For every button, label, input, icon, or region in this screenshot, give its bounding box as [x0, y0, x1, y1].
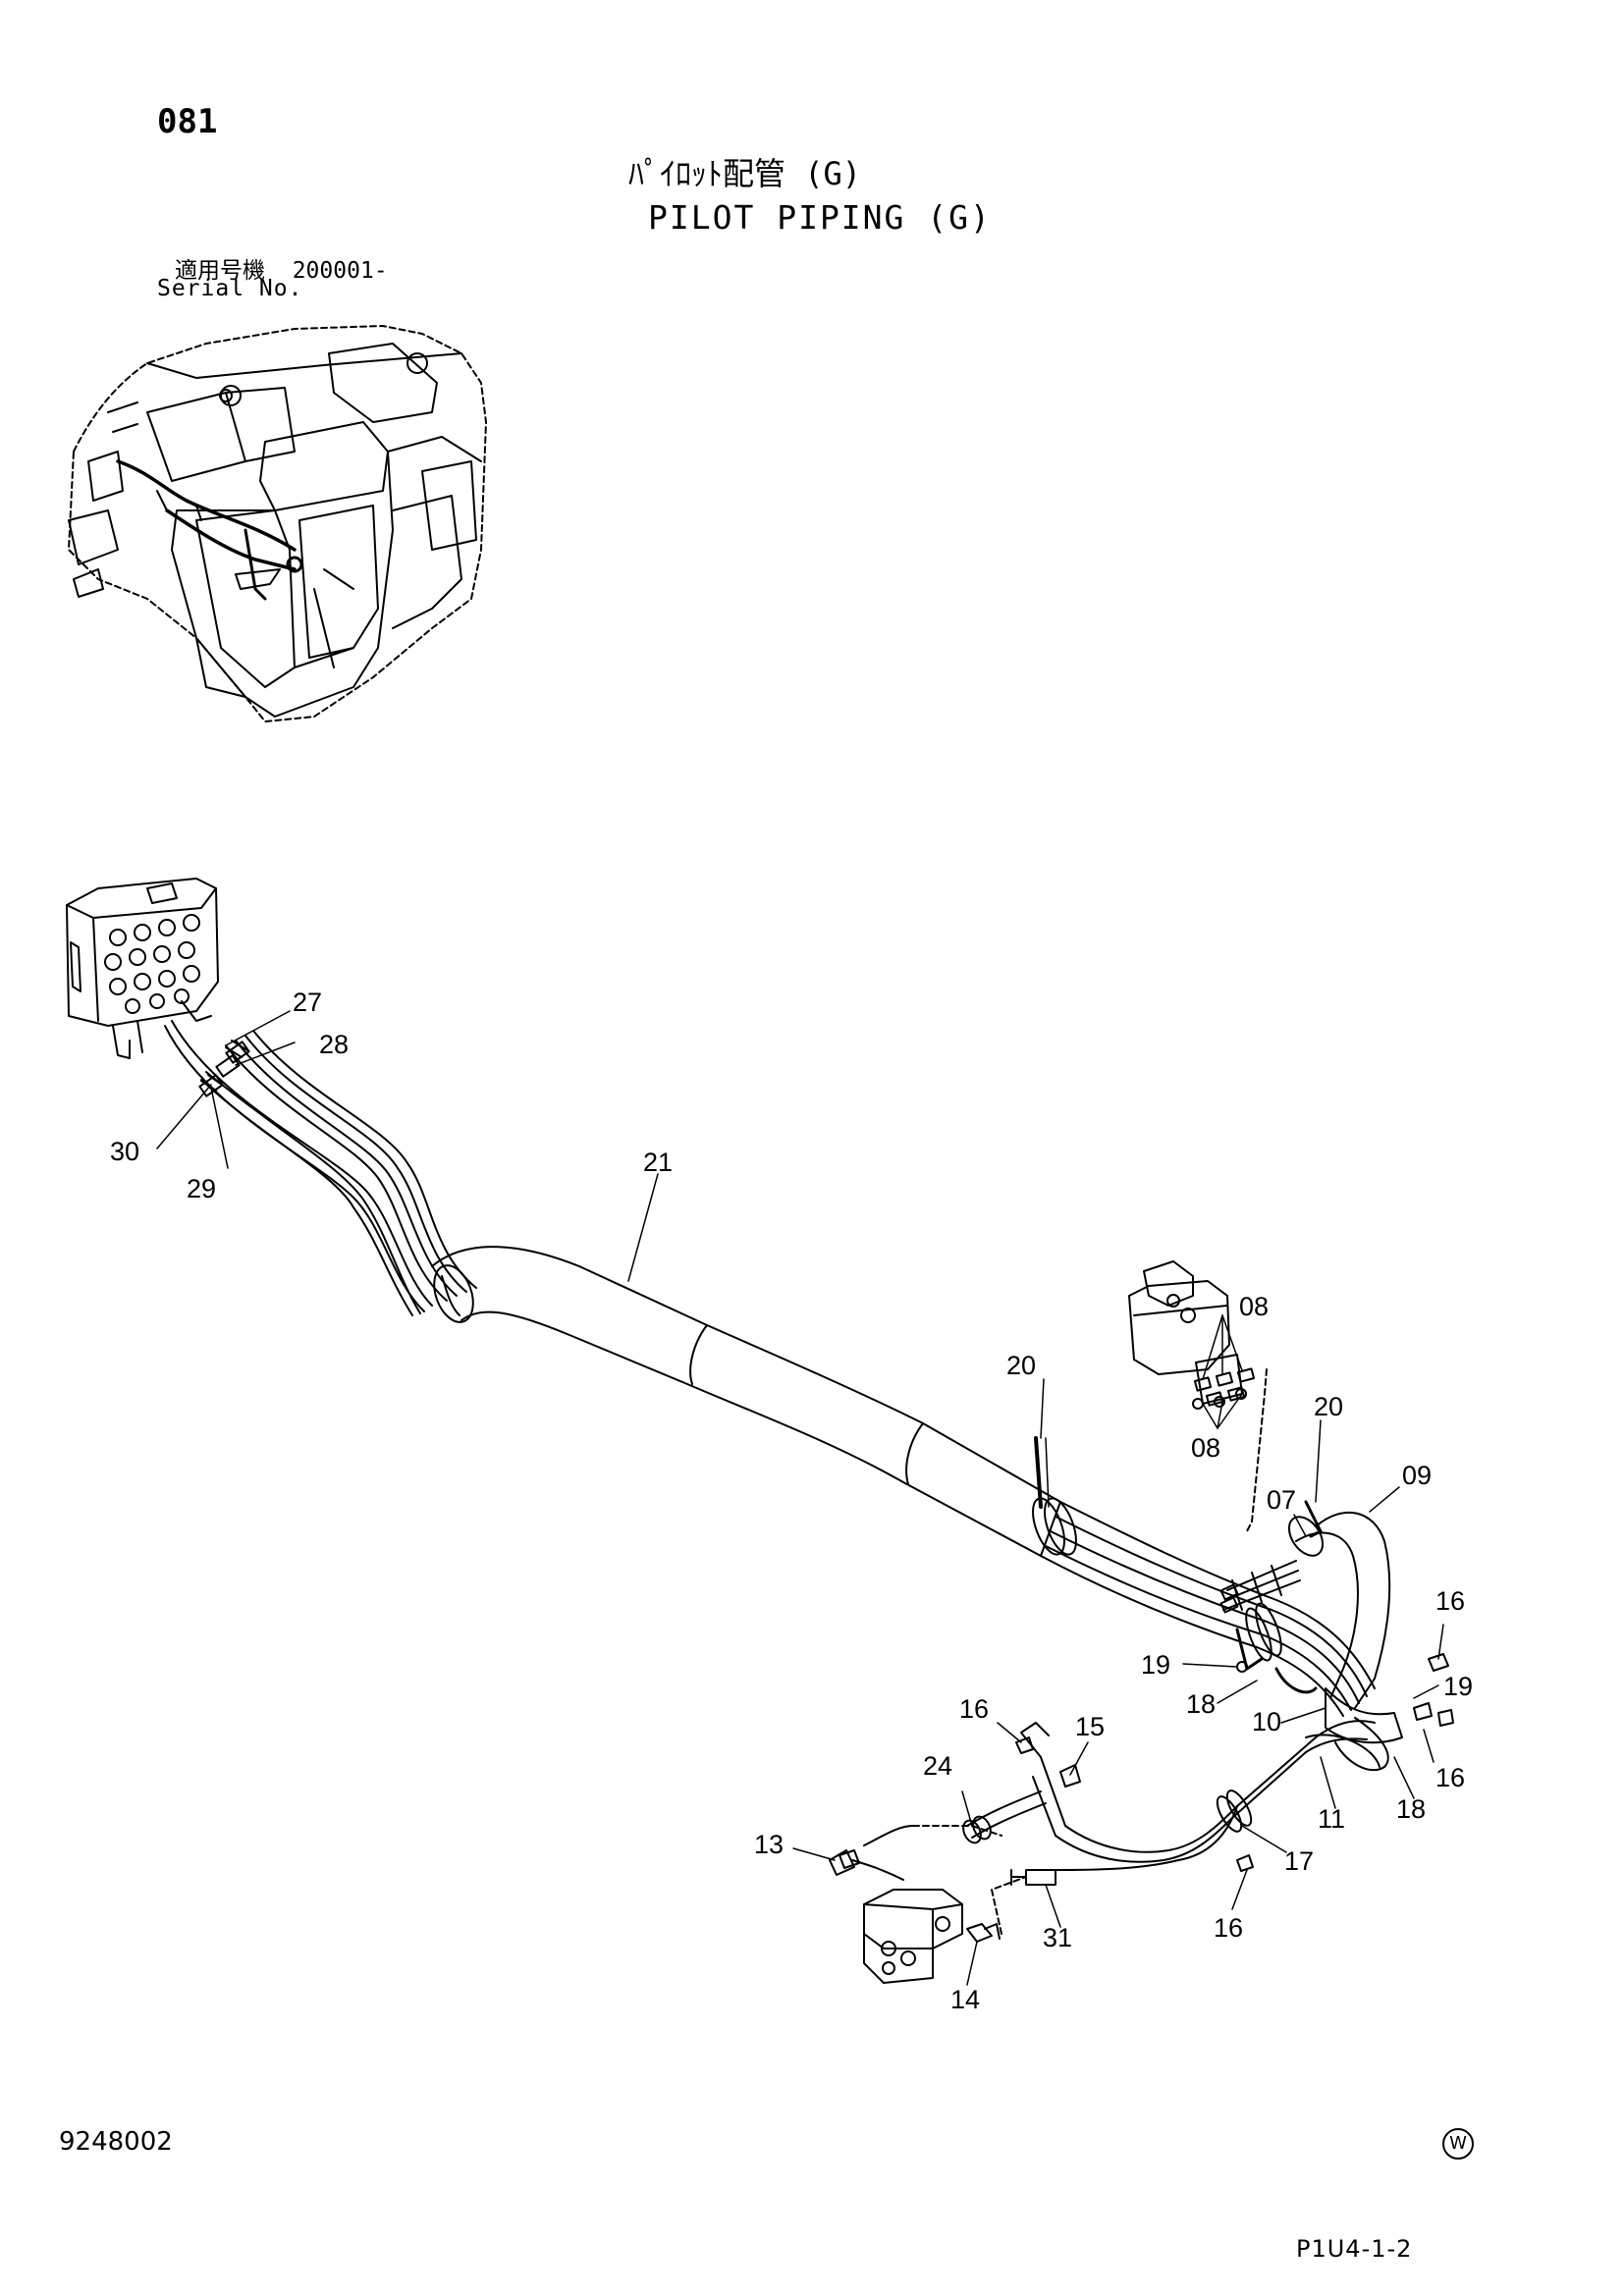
lower-hose-assembly — [962, 1720, 1376, 1886]
callout-labels: 27 28 30 29 21 08 08 20 20 07 09 16 19 1… — [110, 988, 1473, 2014]
serial-label-japanese: 適用号機 — [175, 258, 265, 284]
callout-16-right-upper: 16 — [1435, 1586, 1465, 1616]
callout-29: 29 — [187, 1174, 216, 1203]
callout-07: 07 — [1267, 1485, 1296, 1515]
callout-28: 28 — [319, 1030, 349, 1059]
pilot-valve-block — [66, 878, 219, 1059]
title-japanese: ﾊﾟｲﾛｯﾄ配管 (G) — [628, 155, 862, 192]
bend-hose — [1287, 1511, 1403, 1772]
callout-14: 14 — [950, 1985, 980, 2014]
page-number: 081 — [157, 102, 218, 141]
callout-15: 15 — [1075, 1712, 1105, 1741]
callout-11: 11 — [1318, 1804, 1345, 1834]
callout-19-left: 19 — [1141, 1650, 1170, 1680]
serial-label-english: Serial No. — [157, 276, 303, 301]
leader-lines — [156, 1010, 1444, 1986]
document-number: 9248002 — [59, 2127, 173, 2157]
callout-24: 24 — [923, 1751, 952, 1781]
callout-16-right-lower: 16 — [1435, 1763, 1465, 1792]
callout-21: 21 — [643, 1148, 673, 1177]
callout-08-upper: 08 — [1239, 1292, 1269, 1321]
callout-18-upper: 18 — [1186, 1689, 1216, 1719]
right-pilot-valve — [1128, 1260, 1268, 1532]
protective-sleeve — [431, 1246, 1077, 1557]
title-english: PILOT PIPING (G) — [648, 198, 992, 237]
callout-20-left: 20 — [1006, 1351, 1036, 1380]
reference-code: P1U4-1-2 — [1296, 2235, 1413, 2263]
serial-from: 200001- — [292, 258, 388, 284]
callout-20-right: 20 — [1314, 1392, 1343, 1421]
overview-machine-illustration — [68, 325, 487, 722]
callout-27: 27 — [293, 988, 322, 1017]
hose-bundle-right — [1040, 1501, 1376, 1717]
callout-31: 31 — [1043, 1923, 1072, 1952]
callout-09: 09 — [1402, 1461, 1432, 1490]
callout-08-lower: 08 — [1191, 1433, 1220, 1463]
pilot-hose-bundle — [164, 1020, 477, 1316]
callout-19-right: 19 — [1443, 1672, 1473, 1701]
solenoid-valve-block — [829, 1825, 1027, 1984]
callout-17: 17 — [1284, 1846, 1314, 1876]
callout-13: 13 — [754, 1830, 784, 1859]
band-clamps — [1034, 1436, 1323, 1694]
callout-10: 10 — [1252, 1707, 1281, 1736]
w-circle-mark: W — [1442, 2128, 1474, 2160]
fittings-cluster — [1219, 1560, 1301, 1614]
serial-range: 適用号機 200001- — [175, 251, 388, 285]
callout-18-lower: 18 — [1396, 1794, 1426, 1824]
callout-16-mid: 16 — [959, 1694, 989, 1724]
callout-16-bottom: 16 — [1214, 1913, 1243, 1943]
callout-30: 30 — [110, 1137, 139, 1166]
